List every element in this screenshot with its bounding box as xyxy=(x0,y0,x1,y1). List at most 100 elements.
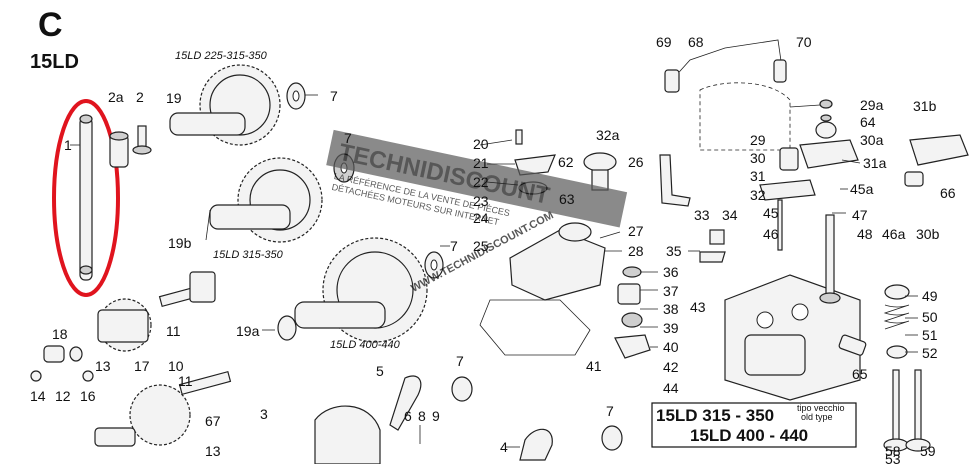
part-number-label: 41 xyxy=(586,358,602,374)
part-number-label: 24 xyxy=(473,210,489,226)
part-number-label: 43 xyxy=(690,299,706,315)
part-number-label: 44 xyxy=(663,380,679,396)
part-number-label: 46 xyxy=(763,226,779,242)
part-number-label: 5 xyxy=(376,363,384,379)
rocker-arm-31b xyxy=(904,134,969,187)
part-number-label: 13 xyxy=(95,358,111,374)
part-number-label: 52 xyxy=(922,345,938,361)
washer-7a xyxy=(286,82,306,110)
part-number-label: 7 xyxy=(450,238,458,254)
part-number-label: 25 xyxy=(473,238,489,254)
part-number-label: 45a xyxy=(850,181,874,197)
washer-7d xyxy=(451,376,473,402)
guide-65 xyxy=(838,334,867,356)
washer-7c xyxy=(424,251,444,279)
washer-19a xyxy=(277,315,297,341)
part-number-label: 38 xyxy=(663,301,679,317)
group-title-2: 15LD 315-350 xyxy=(213,249,284,261)
valve-cap-30a xyxy=(815,121,837,139)
part-number-label: 2a xyxy=(108,89,124,105)
part-number-label: 35 xyxy=(666,243,682,259)
part-number-label: 32 xyxy=(750,187,766,203)
part-number-label: 62 xyxy=(558,154,574,170)
bracket-26 xyxy=(659,154,691,207)
part-number-label: 47 xyxy=(852,207,868,223)
part-number-label: 68 xyxy=(688,34,704,50)
part-number-label: 1 xyxy=(64,137,72,153)
part-number-label: 9 xyxy=(432,408,440,424)
red-highlight-ellipse xyxy=(52,99,120,297)
part-number-label: 31b xyxy=(913,98,937,114)
pin-45 xyxy=(777,199,783,251)
small-parts-left xyxy=(30,345,94,382)
spacer-36-39 xyxy=(617,266,643,328)
part-number-label: 59 xyxy=(920,443,936,459)
push-rod xyxy=(79,114,93,281)
plate-35 xyxy=(699,251,726,263)
part-number-label: 7 xyxy=(456,353,464,369)
part-number-label: 63 xyxy=(559,191,575,207)
tappet xyxy=(109,131,129,168)
part-number-label: 19b xyxy=(168,235,192,251)
part-number-label: 4 xyxy=(500,439,508,455)
rocker-arm-31 xyxy=(759,179,816,201)
part-number-label: 53 xyxy=(885,451,901,464)
part-number-label: 7 xyxy=(606,403,614,419)
part-number-label: 36 xyxy=(663,264,679,280)
part-number-label: 19 xyxy=(166,90,182,106)
governor-shaft xyxy=(158,271,216,308)
lower-housing xyxy=(314,405,381,464)
part-number-label: 30 xyxy=(750,150,766,166)
part-number-label: 21 xyxy=(473,155,489,171)
part-number-label: 42 xyxy=(663,359,679,375)
part-number-label: 33 xyxy=(694,207,710,223)
part-number-label: 51 xyxy=(922,327,938,343)
part-number-label: 45 xyxy=(763,205,779,221)
part-number-label: 70 xyxy=(796,34,812,50)
part-number-label: 37 xyxy=(663,283,679,299)
part-number-label: 18 xyxy=(52,326,68,342)
part-number-label: 6 xyxy=(404,408,412,424)
part-number-label: 17 xyxy=(134,358,150,374)
washer-7e xyxy=(601,425,623,451)
part-number-label: 28 xyxy=(628,243,644,259)
valve-58 xyxy=(905,369,931,452)
part-number-label: 46a xyxy=(882,226,906,242)
cap-27 xyxy=(558,222,592,242)
part-number-label: 65 xyxy=(852,366,868,382)
part-number-label: 11 xyxy=(178,373,193,389)
injector-fitting xyxy=(664,59,787,93)
part-number-label: 69 xyxy=(656,34,672,50)
part-number-label: 23 xyxy=(473,193,489,209)
section-letter: C xyxy=(38,6,63,44)
part-number-label: 13 xyxy=(205,443,221,459)
governor-gear xyxy=(97,298,152,352)
part-number-label: 16 xyxy=(80,388,96,404)
version-line1: 15LD 315 - 350 xyxy=(656,406,774,425)
group-title-3: 15LD 400-440 xyxy=(330,339,401,351)
part-number-label: 48 xyxy=(857,226,873,242)
version-box: 15LD 315 - 350 15LD 400 - 440 tipo vecch… xyxy=(651,402,857,448)
rocker-cover-28 xyxy=(509,229,606,301)
part-number-label: 67 xyxy=(205,413,221,429)
part-number-label: 64 xyxy=(860,114,876,130)
lever-4 xyxy=(519,428,553,461)
model-code: 15LD xyxy=(30,51,79,73)
lever-40 xyxy=(614,334,651,359)
valve-cap-30 xyxy=(779,147,799,171)
version-line2: 15LD 400 - 440 xyxy=(690,426,808,445)
part-number-label: 49 xyxy=(922,288,938,304)
part-number-label: 11 xyxy=(166,323,181,339)
part-number-label: 66 xyxy=(940,185,956,201)
camshaft-gear-2 xyxy=(209,157,323,243)
part-number-label: 7 xyxy=(344,130,352,146)
part-number-label: 27 xyxy=(628,223,644,239)
lever-5 xyxy=(389,375,422,431)
stud-47 xyxy=(819,214,841,304)
bolt xyxy=(132,125,152,155)
part-number-label: 29a xyxy=(860,97,884,113)
part-number-label: 31 xyxy=(750,168,766,184)
part-number-label: 19a xyxy=(236,323,260,339)
part-number-label: 14 xyxy=(30,388,46,404)
